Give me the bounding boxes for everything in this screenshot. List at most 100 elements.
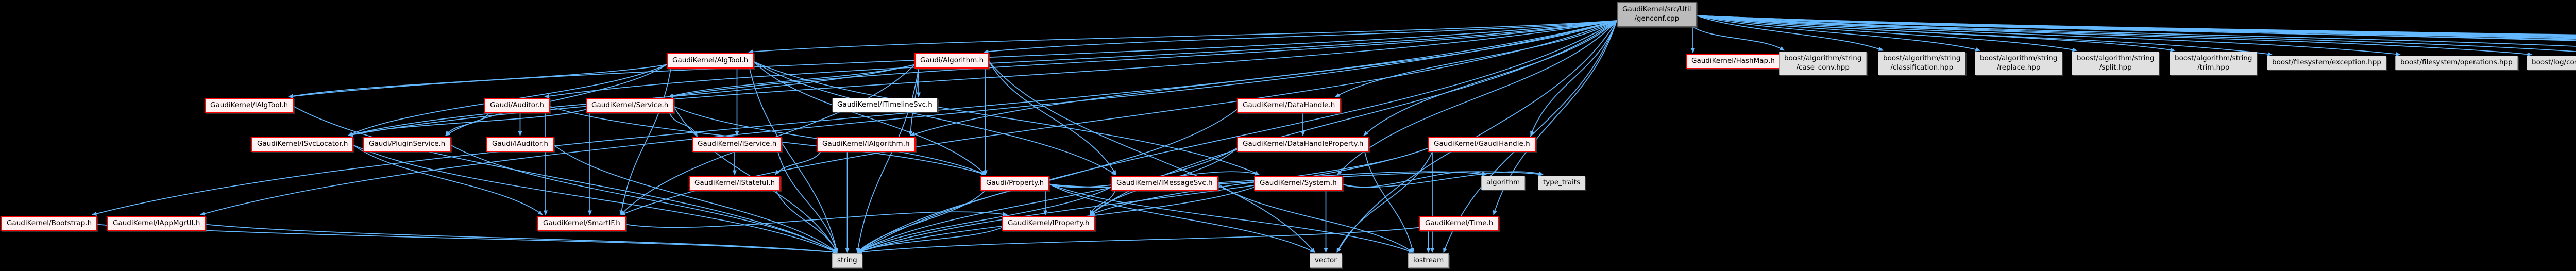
graph-node-imessagesvc[interactable]: GaudiKernel/IMessageSvc.h xyxy=(1111,176,1218,191)
graph-node-isvclocator[interactable]: GaudiKernel/ISvcLocator.h xyxy=(251,137,354,152)
node-label-line: vector xyxy=(1315,256,1337,264)
include-edge xyxy=(1363,20,1617,136)
graph-node-algorithm_h[interactable]: Gaudi/Algorithm.h xyxy=(914,53,990,69)
include-edge xyxy=(857,187,1111,253)
node-label-line: Gaudi/Auditor.h xyxy=(490,101,544,109)
include-edge xyxy=(205,224,838,255)
graph-node-case_conv[interactable]: boost/algorithm/string/case_conv.hpp xyxy=(1779,52,1867,75)
graph-node-split[interactable]: boost/algorithm/string/split.hpp xyxy=(2072,52,2160,75)
node-label-line: boost/algorithm/string xyxy=(2077,54,2155,62)
graph-node-gaudihandle[interactable]: GaudiKernel/GaudiHandle.h xyxy=(1428,137,1536,152)
include-edge xyxy=(753,61,1260,175)
include-edge xyxy=(293,106,838,253)
include-edge xyxy=(92,20,1617,216)
graph-node-smartif[interactable]: GaudiKernel/SmartIF.h xyxy=(537,216,626,231)
graph-node-system[interactable]: GaudiKernel/System.h xyxy=(1254,176,1343,191)
include-edge xyxy=(989,61,1116,175)
node-label-line: GaudiKernel/SmartIF.h xyxy=(543,219,620,227)
graph-node-log_core[interactable]: boost/log/core.hpp xyxy=(2527,56,2576,70)
graph-node-service[interactable]: GaudiKernel/Service.h xyxy=(586,98,674,113)
node-label-line: GaudiKernel/ISvcLocator.h xyxy=(257,140,348,148)
node-label-line: GaudiKernel/HashMap.h xyxy=(1691,57,1775,65)
graph-node-auditor[interactable]: Gaudi/Auditor.h xyxy=(484,98,550,113)
include-edge xyxy=(669,113,698,136)
node-label-line: GaudiKernel/Service.h xyxy=(591,101,669,109)
graph-node-fs_exception[interactable]: boost/filesystem/exception.hpp xyxy=(2267,56,2386,70)
include-edge xyxy=(619,68,671,215)
graph-node-pluginservice[interactable]: Gaudi/PluginService.h xyxy=(363,137,451,152)
graph-node-iostream[interactable]: iostream xyxy=(1408,253,1449,268)
graph-node-type_traits[interactable]: type_traits xyxy=(1538,176,1586,190)
graph-node-string[interactable]: string xyxy=(832,253,862,268)
graph-node-replace[interactable]: boost/algorithm/string/replace.hpp xyxy=(1975,52,2063,75)
include-edge xyxy=(984,20,1617,54)
include-edge xyxy=(97,224,838,255)
include-edge xyxy=(983,68,988,175)
include-edge xyxy=(989,61,1315,253)
graph-node-datahandle[interactable]: GaudiKernel/DataHandle.h xyxy=(1237,98,1341,113)
include-edge xyxy=(856,68,919,253)
graph-node-itimeline[interactable]: GaudiKernel/ITimelineSvc.h xyxy=(832,98,938,112)
graph-node-datahandleprop[interactable]: GaudiKernel/DataHandleProperty.h xyxy=(1237,137,1369,152)
include-edge xyxy=(1049,183,1315,253)
include-edge xyxy=(1342,171,1487,188)
include-edge xyxy=(910,20,1617,137)
graph-node-iproperty[interactable]: GaudiKernel/IProperty.h xyxy=(1002,216,1095,231)
node-label-line: Gaudi/Algorithm.h xyxy=(920,56,984,64)
node-label-line: GaudiKernel/IAlgTool.h xyxy=(210,101,289,109)
node-label-line: boost/filesystem/exception.hpp xyxy=(2272,58,2381,66)
graph-node-ialgtool[interactable]: GaudiKernel/IAlgTool.h xyxy=(205,98,294,113)
include-edge xyxy=(625,211,1008,228)
node-label-line: GaudiKernel/Time.h xyxy=(1425,219,1494,227)
node-label-line: GaudiKernel/System.h xyxy=(1260,179,1337,187)
node-label-line: boost/algorithm/string xyxy=(1784,54,1862,62)
graph-node-vector[interactable]: vector xyxy=(1310,253,1342,268)
graph-node-ialgorithm[interactable]: GaudiKernel/IAlgorithm.h xyxy=(817,137,916,152)
include-edge xyxy=(1697,15,2576,52)
graph-node-algorithm_std[interactable]: algorithm xyxy=(1481,176,1526,190)
include-edge xyxy=(857,147,1238,253)
graph-node-fs_operations[interactable]: boost/filesystem/operations.hpp xyxy=(2395,56,2518,70)
include-edge xyxy=(553,144,838,253)
node-label-line: /replace.hpp xyxy=(1997,63,2041,72)
graph-node-hashmap[interactable]: GaudiKernel/HashMap.h xyxy=(1686,54,1781,69)
node-label-line: GaudiKernel/DataHandleProperty.h xyxy=(1243,140,1364,148)
include-edge xyxy=(857,227,1420,255)
graph-node-iauditor[interactable]: Gaudi/IAuditor.h xyxy=(486,137,554,152)
include-edge xyxy=(348,109,586,137)
node-label-line: boost/algorithm/string xyxy=(1883,54,1961,62)
node-label-line: /trim.hpp xyxy=(2197,63,2230,72)
graph-node-trim[interactable]: boost/algorithm/string/trim.hpp xyxy=(2170,52,2258,75)
include-edge xyxy=(753,61,986,175)
include-edge xyxy=(445,113,489,136)
node-label-line: Gaudi/IAuditor.h xyxy=(492,140,548,148)
graph-node-istateful[interactable]: GaudiKernel/IStateful.h xyxy=(689,176,781,191)
node-label-line: GaudiKernel/DataHandle.h xyxy=(1243,101,1335,109)
graph-node-iservice[interactable]: GaudiKernel/IService.h xyxy=(692,137,783,152)
graph-node-iappmgrui[interactable]: GaudiKernel/IAppMgrUI.h xyxy=(107,216,206,231)
include-edge xyxy=(1335,20,1617,97)
graph-node-time_h[interactable]: GaudiKernel/Time.h xyxy=(1419,216,1499,231)
graph-node-bootstrap[interactable]: GaudiKernel/Bootstrap.h xyxy=(1,216,98,231)
include-edge xyxy=(1697,15,2401,57)
node-label-line: boost/algorithm/string xyxy=(2175,54,2252,62)
node-label-line: boost/filesystem/operations.hpp xyxy=(2400,58,2513,66)
include-edge xyxy=(288,64,667,98)
include-edge xyxy=(1697,15,2576,47)
include-edge xyxy=(857,227,1003,253)
graph-node-classification[interactable]: boost/algorithm/string/classification.hp… xyxy=(1878,52,1966,75)
graph-node-algtool_h[interactable]: GaudiKernel/AlgTool.h xyxy=(667,53,754,69)
node-label-line: GaudiKernel/IService.h xyxy=(698,140,777,148)
include-edge xyxy=(200,20,1617,216)
include-edge xyxy=(748,20,1617,54)
graph-node-property[interactable]: Gaudi/Property.h xyxy=(980,176,1050,191)
include-edge xyxy=(353,144,543,215)
include-edge xyxy=(1530,20,1617,136)
include-edge xyxy=(1697,15,1884,51)
node-label-line: boost/algorithm/string xyxy=(1980,54,2058,62)
include-edge xyxy=(1697,15,2576,38)
include-edge xyxy=(749,68,838,253)
include-edge xyxy=(1697,15,2532,57)
include-edge xyxy=(753,61,1116,175)
